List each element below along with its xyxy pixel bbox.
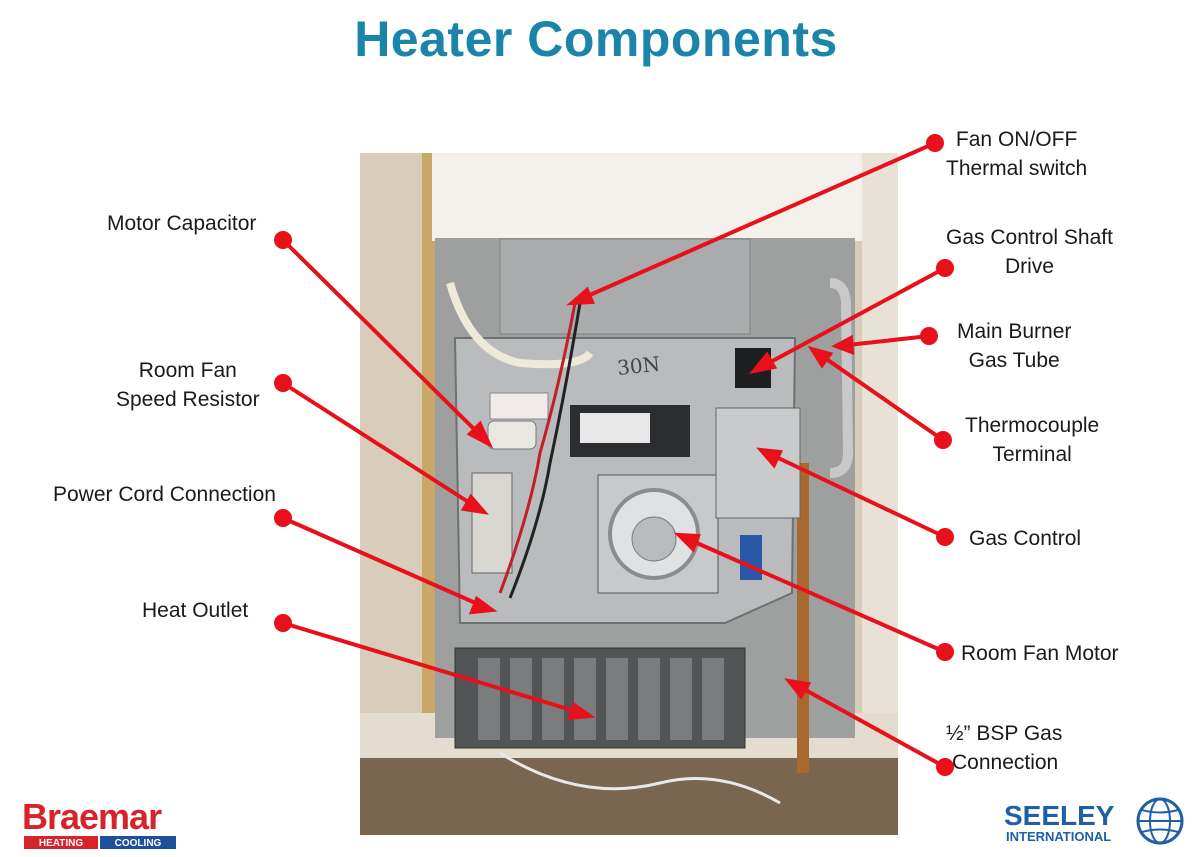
label-room-fan-motor: Room Fan Motor — [961, 642, 1119, 665]
heater-photo: 30N — [360, 153, 898, 835]
callout-arrow-thermocouple — [807, 345, 834, 369]
label-power-cord-connection: Power Cord Connection — [53, 483, 276, 506]
heat-outlet-frame — [454, 647, 746, 749]
callout-arrow-bsp-gas — [784, 678, 812, 700]
callout-arrow-fan-switch — [566, 286, 595, 306]
page-title: Heater Components — [354, 11, 838, 67]
callout-line-motor-capacitor — [281, 238, 482, 437]
rating-plate-inner — [580, 413, 650, 443]
label-line: Thermal switch — [946, 157, 1088, 180]
callout-dot-thermocouple — [934, 431, 952, 449]
braemar-heating-text: HEATING — [39, 838, 83, 849]
braemar-cooling-bar — [100, 836, 176, 849]
label-line: Speed Resistor — [116, 388, 260, 411]
label-motor-capacitor: Motor Capacitor — [107, 212, 257, 235]
seeley-logo: SEELEY INTERNATIONAL — [1004, 797, 1184, 845]
handwriting-text: 30N — [616, 352, 661, 380]
callout-dot-fan-motor — [936, 643, 954, 661]
callout-line-power-cord — [281, 516, 482, 607]
heat-outlet-louvres — [478, 658, 724, 740]
label-fan-switch: Fan ON/OFF Thermal switch — [946, 125, 1087, 183]
label-gas-control-shaft: Gas Control Shaft Drive — [946, 223, 1113, 281]
label-gas-control: Gas Control — [969, 527, 1082, 550]
callout-line-gas-shaft — [763, 266, 947, 367]
label-thermocouple-terminal: Thermocouple Terminal — [965, 411, 1099, 469]
callout-line-bsp-gas — [798, 685, 947, 769]
wire-white — [446, 281, 594, 369]
seeley-wordmark: SEELEY — [1004, 800, 1115, 831]
wall-duct — [432, 153, 862, 241]
wire-red — [498, 302, 577, 594]
callout-arrow-gas-control — [756, 447, 783, 469]
label-main-burner-gas-tube: Main Burner Gas Tube — [957, 317, 1071, 375]
seeley-globe-icon — [1136, 797, 1184, 845]
label-line: Main Burner — [957, 320, 1072, 343]
callout-dot-resistor — [274, 374, 292, 392]
braemar-wordmark: Braemar — [22, 796, 162, 837]
callout-dot-motor-capacitor — [274, 231, 292, 249]
callout-arrow-burner-tube — [831, 334, 855, 355]
label-heat-outlet: Heat Outlet — [142, 599, 249, 622]
callout-dot-power-cord — [274, 509, 292, 527]
top-cover — [499, 238, 751, 335]
callout-dot-burner-tube — [920, 327, 938, 345]
label-line: Thermocouple — [965, 414, 1100, 437]
callout-line-heat-outlet — [281, 621, 580, 714]
braemar-logo: Braemar HEATING COOLING — [22, 796, 176, 849]
callout-dot-fan-switch — [926, 134, 944, 152]
callout-dot-gas-shaft — [936, 259, 954, 277]
wire-black — [508, 302, 582, 599]
callout-line-gas-control — [770, 453, 947, 539]
resistor-block — [471, 472, 513, 574]
gas-pipe — [829, 278, 854, 478]
callout-dot-gas-control — [936, 528, 954, 546]
callout-arrow-power-cord — [468, 595, 498, 615]
callout-dot-heat-outlet — [274, 614, 292, 632]
braemar-cooling-text: COOLING — [115, 838, 162, 849]
label-line: Gas Tube — [968, 349, 1060, 372]
fan-motor-hub — [631, 516, 677, 562]
label-line: Terminal — [992, 443, 1072, 466]
braemar-heating-bar — [24, 836, 98, 849]
callout-line-burner-tube — [846, 334, 931, 347]
label-line: Gas Control Shaft — [946, 226, 1113, 249]
callout-dot-bsp-gas — [936, 758, 954, 776]
callout-arrow-motor-capacitor — [466, 420, 494, 449]
label-line: Connection — [952, 751, 1059, 774]
label-bsp-gas-connection: ½” BSP Gas Connection — [946, 719, 1062, 777]
callout-arrow-heat-outlet — [567, 701, 596, 721]
label-line: Room Fan — [138, 359, 237, 382]
danger-label — [489, 392, 549, 420]
seeley-international-text: INTERNATIONAL — [1006, 829, 1111, 844]
wall-right — [862, 153, 898, 753]
callout-line-thermocouple — [820, 354, 945, 442]
power-cord — [499, 751, 781, 805]
callout-arrow-resistor — [460, 493, 490, 515]
label-room-fan-speed-resistor: Room Fan Speed Resistor — [116, 356, 260, 414]
label-line: Drive — [1004, 255, 1054, 278]
capacitor — [487, 420, 537, 450]
callout-line-fan-motor — [688, 538, 947, 654]
callout-arrow-gas-shaft — [748, 351, 778, 375]
callout-line-resistor — [281, 381, 475, 507]
callout-arrow-fan-motor — [673, 532, 701, 553]
callout-line-fan-switch — [581, 141, 937, 300]
label-line: Fan ON/OFF — [955, 128, 1078, 151]
label-line: ½” BSP Gas — [946, 722, 1063, 745]
